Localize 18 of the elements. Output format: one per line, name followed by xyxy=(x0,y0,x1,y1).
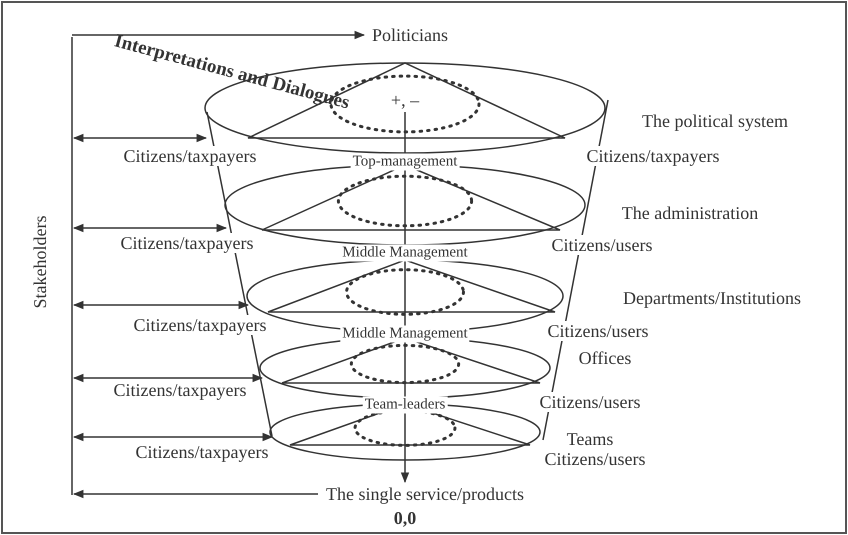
arrow xyxy=(72,490,318,498)
level-label: The political system xyxy=(641,111,789,131)
role-label: Team-leaders xyxy=(362,396,448,414)
stakeholder-label: Citizens/taxpayers xyxy=(122,146,258,166)
role-label: Top-management xyxy=(350,154,460,170)
stakeholder-label: Citizens/taxpayers xyxy=(584,146,722,166)
level-label: Offices xyxy=(578,348,632,368)
stakeholder-label: Citizens/users xyxy=(550,235,654,255)
stakeholder-label: Citizens/users xyxy=(538,392,642,412)
level-label: The administration xyxy=(620,203,760,223)
role-label: Middle Management xyxy=(340,244,470,262)
arrow xyxy=(72,30,366,40)
role-label: Middle Management xyxy=(340,326,470,342)
level-label: Departments/Institutions xyxy=(622,288,802,308)
level-label: Teams xyxy=(566,429,614,449)
stakeholder-label: Citizens/users xyxy=(546,321,650,341)
stakeholder-label: Citizens/taxpayers xyxy=(132,315,268,335)
stakeholder-label: Citizens/taxpayers xyxy=(118,233,256,253)
